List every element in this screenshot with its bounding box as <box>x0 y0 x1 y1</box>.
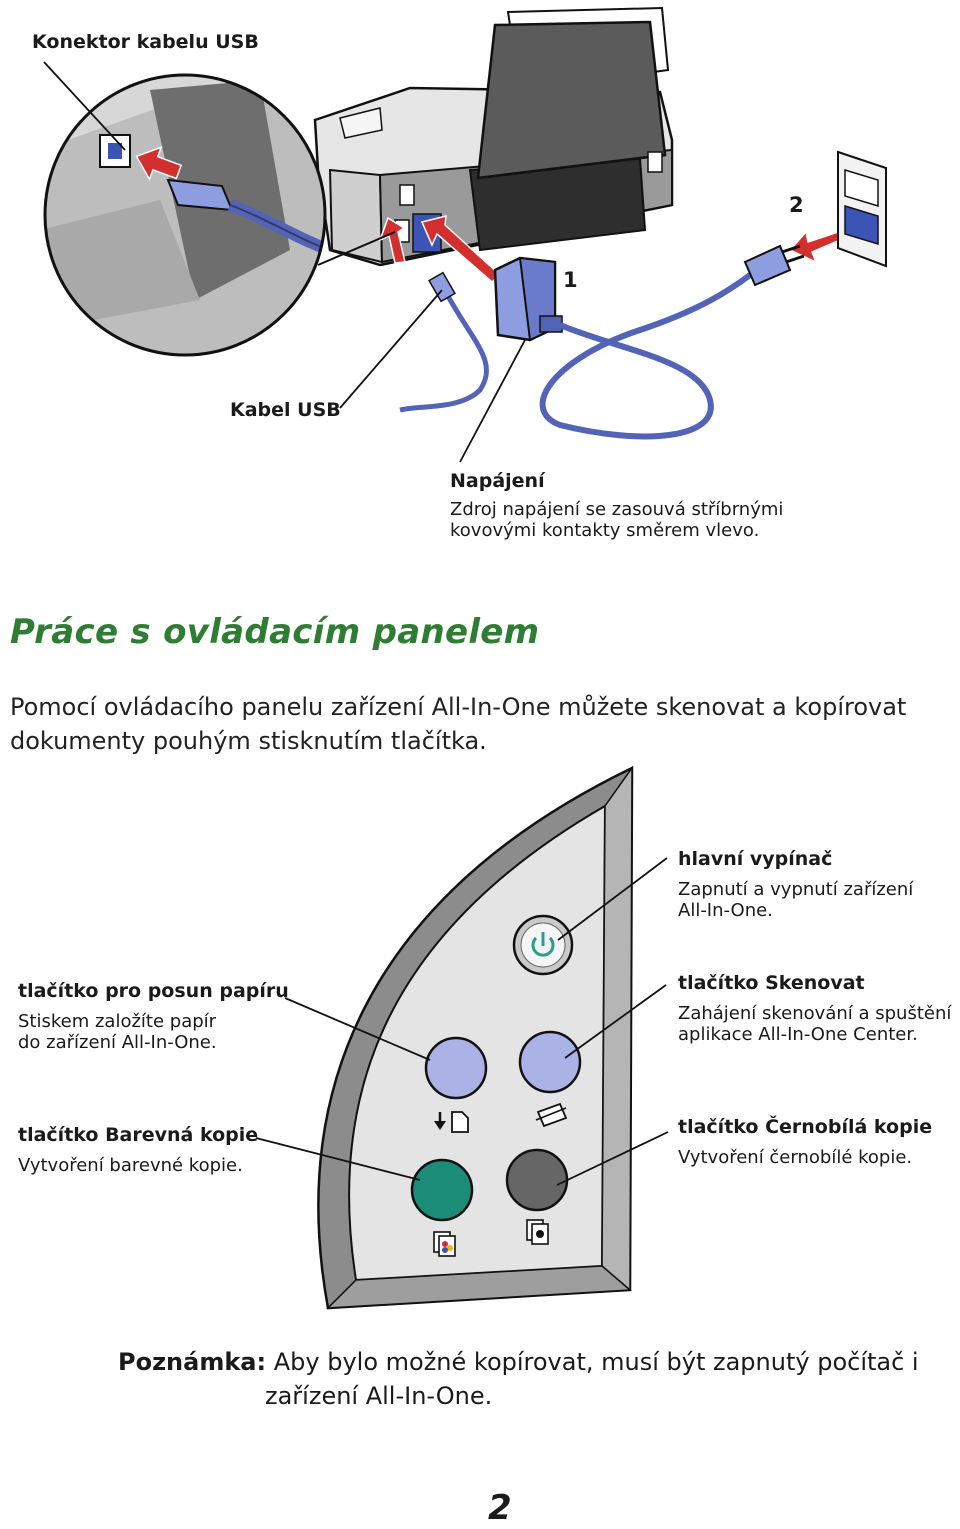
power-cord <box>539 272 752 440</box>
scan-button-desc-1: Zahájení skenování a spuštění <box>678 1003 952 1024</box>
insert-arrows <box>378 215 841 283</box>
connection-illustration <box>43 6 887 463</box>
scan-button-desc-2: aplikace All-In-One Center. <box>678 1024 918 1045</box>
color-copy-desc: Vytvoření barevné kopie. <box>18 1155 243 1176</box>
scan-icon <box>535 1102 568 1128</box>
usb-cable <box>399 283 489 413</box>
intro-line-2: dokumenty pouhým stisknutím tlačítka. <box>10 727 487 755</box>
bw-copy-title: tlačítko Černobílá kopie <box>678 1116 933 1138</box>
power-button-title: hlavní vypínač <box>678 848 833 870</box>
scan-button-title: tlačítko Skenovat <box>678 972 865 994</box>
power-button[interactable] <box>512 914 574 976</box>
bw-copy-desc: Vytvoření černobílé kopie. <box>678 1147 913 1168</box>
section-heading: Práce s ovládacím panelem <box>10 612 540 652</box>
power-button-desc-2: All-In-One. <box>678 900 773 921</box>
control-panel-illustration <box>255 765 669 1310</box>
note-text-2: zařízení All-In-One. <box>265 1382 493 1410</box>
usb-cable-label: Kabel USB <box>230 399 341 421</box>
note-line-1: Poznámka: Aby bylo možné kopírovat, musí… <box>118 1346 919 1379</box>
power-icon <box>531 932 555 957</box>
step-2-marker: 2 <box>789 193 804 217</box>
paper-feed-button[interactable] <box>424 1036 488 1100</box>
intro-paragraph: Pomocí ovládacího panelu zařízení All-In… <box>10 690 930 758</box>
wall-outlet <box>837 150 887 268</box>
usb-detail-magnifier <box>43 73 396 357</box>
color-copy-title: tlačítko Barevná kopie <box>18 1124 259 1146</box>
step-1-marker: 1 <box>563 268 578 292</box>
power-button-desc-1: Zapnutí a vypnutí zařízení <box>678 879 914 900</box>
paper-feed-title: tlačítko pro posun papíru <box>18 980 289 1002</box>
usb-connector-label: Konektor kabelu USB <box>32 31 259 53</box>
page-number: 2 <box>488 1488 512 1528</box>
color-copy-icon <box>433 1231 456 1257</box>
intro-line-1: Pomocí ovládacího panelu zařízení All-In… <box>10 693 907 721</box>
note-label: Poznámka: <box>118 1348 267 1376</box>
power-supply-desc-2: kovovými kontakty směrem vlevo. <box>450 520 760 541</box>
bw-copy-button[interactable] <box>505 1148 569 1212</box>
power-supply-desc-1: Zdroj napájení se zasouvá stříbrnými <box>450 499 784 520</box>
paper-feed-desc-1: Stiskem založíte papír <box>18 1011 217 1032</box>
power-supply-title: Napájení <box>450 470 545 492</box>
scan-button[interactable] <box>518 1030 582 1094</box>
power-adapter <box>493 256 563 342</box>
bw-copy-icon <box>526 1219 549 1245</box>
color-copy-button[interactable] <box>410 1158 474 1222</box>
note-text-1: Aby bylo možné kopírovat, musí být zapnu… <box>273 1348 919 1376</box>
paper-feed-icon <box>434 1111 469 1133</box>
printer-illustration <box>313 6 674 267</box>
paper-feed-desc-2: do zařízení All-In-One. <box>18 1032 217 1053</box>
